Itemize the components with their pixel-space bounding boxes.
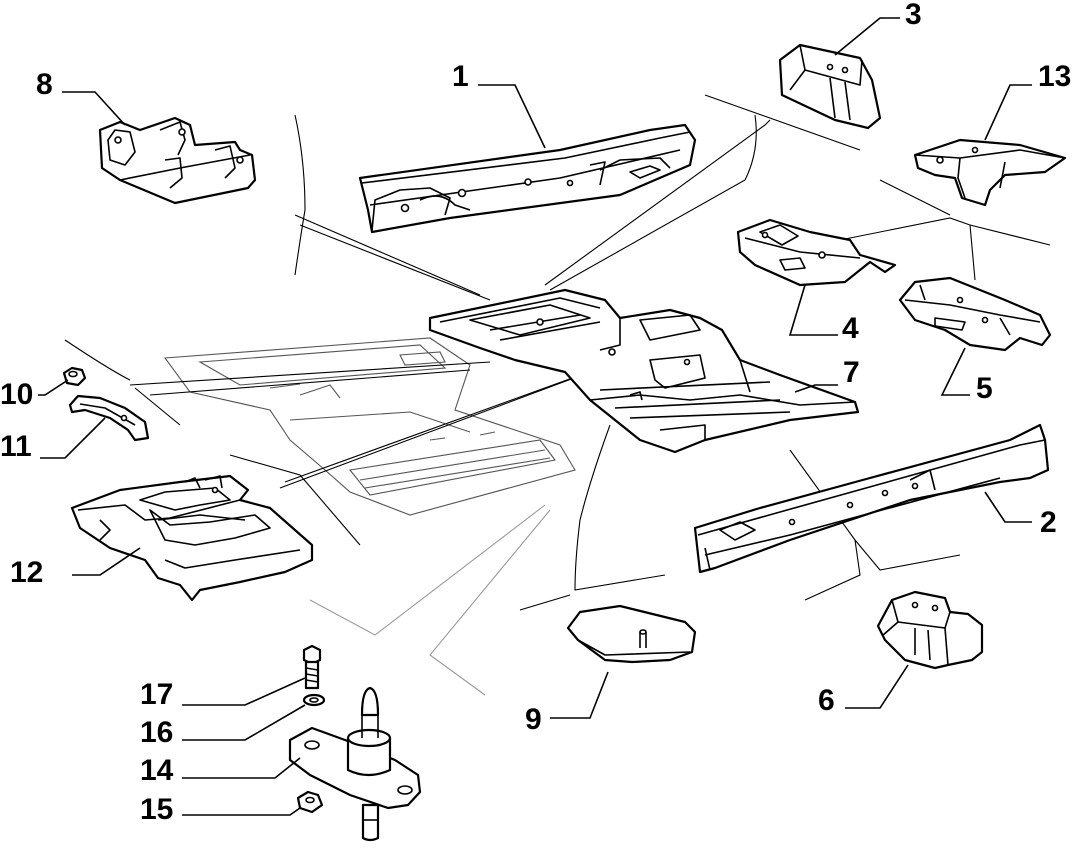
part-10-nut bbox=[62, 366, 87, 387]
part-17-bolt bbox=[302, 644, 322, 690]
rear-floor-outline bbox=[163, 337, 576, 516]
part-9-cover-plate bbox=[566, 604, 697, 664]
part-12-base-bracket bbox=[70, 474, 314, 602]
callout-16: 16 bbox=[140, 716, 174, 749]
part-15-nut bbox=[296, 790, 324, 814]
callout-9: 9 bbox=[525, 703, 542, 736]
callout-leaders bbox=[38, 17, 1032, 816]
part-8-seat-bracket bbox=[98, 116, 257, 205]
callout-14: 14 bbox=[140, 754, 174, 787]
callout-3: 3 bbox=[905, 0, 922, 31]
part-1-tunnel-member bbox=[358, 123, 697, 234]
part-4-cross-member bbox=[736, 218, 897, 287]
part-7-front-floor-pan bbox=[428, 288, 860, 454]
part-16-washer bbox=[302, 693, 326, 707]
part-13-angle-bracket bbox=[913, 138, 1067, 207]
callout-4: 4 bbox=[842, 312, 859, 345]
part-11-strap bbox=[68, 394, 150, 442]
callout-13: 13 bbox=[1038, 60, 1072, 93]
guide-lines bbox=[64, 94, 1051, 696]
callout-7: 7 bbox=[843, 356, 860, 389]
part-6-block-bracket bbox=[876, 590, 984, 670]
callout-12: 12 bbox=[10, 556, 44, 589]
callout-5: 5 bbox=[976, 372, 993, 405]
part-5-rear-cross-member bbox=[898, 276, 1052, 352]
callout-10: 10 bbox=[0, 378, 34, 411]
callout-15: 15 bbox=[140, 793, 174, 826]
callout-17: 17 bbox=[140, 678, 174, 711]
callout-1: 1 bbox=[452, 60, 469, 93]
callout-2: 2 bbox=[1040, 506, 1057, 539]
part-14-guide-pin-plate bbox=[288, 686, 422, 842]
callout-8: 8 bbox=[36, 68, 53, 101]
part-3-block-bracket bbox=[778, 43, 882, 130]
part-2-side-sill bbox=[693, 423, 1050, 574]
callout-11: 11 bbox=[0, 430, 32, 463]
callout-6: 6 bbox=[818, 684, 835, 717]
